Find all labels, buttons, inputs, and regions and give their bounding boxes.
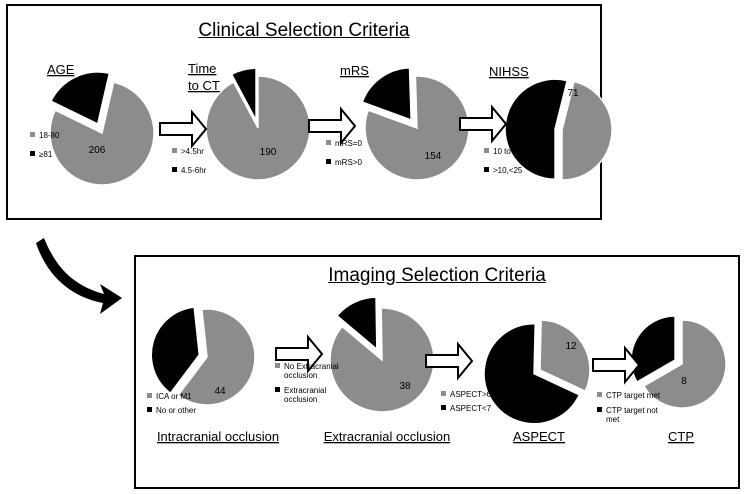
imaging-2-gray-slice xyxy=(539,319,591,393)
clinical-1-black-value: 16 xyxy=(240,72,252,83)
clinical-1-arrow xyxy=(159,109,208,149)
clinical-1-title: to CT xyxy=(188,78,220,93)
clinical-3-legend-label: >10,<25 xyxy=(493,166,523,175)
imaging-0-black-value: 27 xyxy=(178,343,190,354)
clinical-1-legend-swatch xyxy=(172,148,177,153)
imaging-2-legend-label: ASPECT>6 xyxy=(450,390,492,399)
clinical-1-title: Time xyxy=(188,61,216,76)
clinical-3-gray-slice xyxy=(561,80,613,181)
imaging-1-gray-slice xyxy=(329,307,435,413)
clinical-3-title: NIHSS xyxy=(489,64,529,79)
imaging-1-gray-value: 38 xyxy=(399,381,411,392)
imaging-3-arrow xyxy=(592,345,641,385)
clinical-0-black-value: 56 xyxy=(77,90,89,101)
clinical-2-black-value: 36 xyxy=(392,82,404,93)
clinical-2-legend-label: mRS=0 xyxy=(335,139,362,148)
imaging-3-black-slice xyxy=(630,315,676,384)
imaging-1-legend-label: occlusion xyxy=(284,395,317,404)
clinical-0-legend-swatch xyxy=(30,132,35,137)
imaging-2-title: ASPECT xyxy=(513,429,565,444)
imaging-0-legend-label: No or other xyxy=(156,406,196,415)
imaging-2-arrow xyxy=(425,341,474,381)
imaging-3-gray-value: 8 xyxy=(681,376,687,387)
imaging-0-gray-value: 44 xyxy=(214,386,226,397)
imaging-3-title: CTP xyxy=(668,429,694,444)
imaging-0-legend-label: ICA or M1 xyxy=(156,392,192,401)
imaging-1-legend-label: occlusion xyxy=(284,371,317,380)
imaging-2-legend-label: ASPECT<7 xyxy=(450,404,492,413)
clinical-0-legend-label: ≥81 xyxy=(39,150,53,159)
imaging-1-arrow xyxy=(275,334,324,374)
clinical-1-legend-swatch xyxy=(172,167,177,172)
clinical-0-legend-label: 18-80 xyxy=(39,131,60,140)
clinical-3-gray-value: 71 xyxy=(567,88,579,99)
clinical-1-legend-label: >4.5hr xyxy=(181,147,204,156)
imaging-3-gray-slice xyxy=(642,319,727,409)
imaging-3-legend-swatch xyxy=(597,392,602,397)
clinical-2-title: mRS xyxy=(340,63,369,78)
imaging-0-black-slice xyxy=(150,306,201,395)
curved-connector-arrow xyxy=(36,238,122,314)
imaging-3-legend-swatch xyxy=(597,407,602,412)
imaging-2-legend-swatch xyxy=(441,405,446,410)
imaging-1-legend-swatch xyxy=(275,363,280,368)
imaging-1-black-slice xyxy=(335,296,378,351)
imaging-3-legend-label: CTP target not xyxy=(606,406,659,415)
clinical-3-legend-swatch xyxy=(484,167,489,172)
imaging-0-legend-swatch xyxy=(147,393,152,398)
imaging-1-legend-label: Extracranial xyxy=(284,386,326,395)
clinical-3-legend-swatch xyxy=(484,148,489,153)
clinical-1-legend-label: 4.5-6hr xyxy=(181,166,207,175)
clinical-2-arrow xyxy=(308,106,357,146)
clinical-1-black-slice xyxy=(230,67,257,121)
clinical-3-legend-label: 10 to 25 xyxy=(493,147,522,156)
imaging-title: Imaging Selection Criteria xyxy=(328,265,546,286)
clinical-2-gray-slice xyxy=(364,75,470,181)
imaging-2-black-slice xyxy=(483,322,581,425)
imaging-1-legend-label: No Extracranial xyxy=(284,362,339,371)
imaging-1-title: Extracranial occlusion xyxy=(324,429,450,444)
imaging-2-legend-swatch xyxy=(441,391,446,396)
clinical-1-gray-slice xyxy=(205,75,311,181)
clinical-0-gray-value: 206 xyxy=(89,145,106,156)
clinical-2-legend-label: mRS>0 xyxy=(335,158,362,167)
imaging-0-legend-swatch xyxy=(147,407,152,412)
clinical-0-legend-swatch xyxy=(30,151,35,156)
imaging-3-legend-label: met xyxy=(606,415,620,424)
clinical-2-legend-swatch xyxy=(326,140,331,145)
clinical-2-gray-value: 154 xyxy=(425,151,442,162)
clinical-title: Clinical Selection Criteria xyxy=(198,20,410,41)
clinical-2-black-slice xyxy=(361,67,412,121)
imaging-0-title: Intracranial occlusion xyxy=(157,429,279,444)
imaging-3-legend-label: CTP target met xyxy=(606,391,661,400)
clinical-0-title: AGE xyxy=(47,62,75,77)
imaging-3-black-value: 4 xyxy=(659,338,665,349)
imaging-2-gray-value: 12 xyxy=(565,341,577,352)
clinical-1-gray-value: 190 xyxy=(260,147,277,158)
imaging-2-black-value: 26 xyxy=(501,381,513,392)
imaging-0-gray-slice xyxy=(177,308,256,406)
clinical-3-black-value: 83 xyxy=(529,120,541,131)
imaging-1-black-value: 6 xyxy=(358,313,364,324)
clinical-0-gray-slice xyxy=(49,81,155,186)
imaging-1-legend-swatch xyxy=(275,387,280,392)
clinical-2-legend-swatch xyxy=(326,159,331,164)
clinical-3-arrow xyxy=(459,104,508,144)
clinical-0-black-slice xyxy=(49,71,111,126)
